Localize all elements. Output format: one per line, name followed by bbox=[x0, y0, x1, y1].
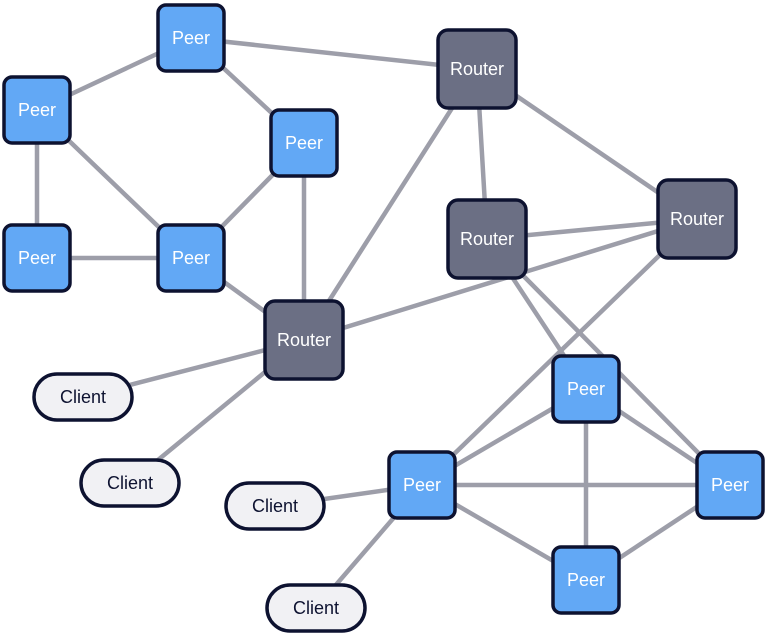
peer-label: Peer bbox=[18, 248, 56, 268]
router-box bbox=[263, 299, 345, 381]
router-3-node: Router bbox=[446, 198, 528, 280]
router-box bbox=[446, 198, 528, 280]
peer-6-node: Peer bbox=[551, 354, 621, 424]
peer-label: Peer bbox=[567, 570, 605, 590]
router-label: Router bbox=[460, 229, 514, 249]
peer-box bbox=[2, 223, 72, 293]
peer-label: Peer bbox=[567, 379, 605, 399]
client-1-node: Client bbox=[32, 372, 134, 422]
peer-2-node: Peer bbox=[2, 75, 72, 145]
client-box bbox=[32, 372, 134, 422]
peer-box bbox=[695, 450, 765, 520]
client-box bbox=[224, 481, 326, 531]
peer-label: Peer bbox=[18, 100, 56, 120]
router-box bbox=[436, 28, 518, 110]
peer-label: Peer bbox=[172, 248, 210, 268]
router-4-node: Router bbox=[263, 299, 345, 381]
peer-8-node: Peer bbox=[695, 450, 765, 520]
router-1-node: Router bbox=[436, 28, 518, 110]
peer-9-node: Peer bbox=[551, 545, 621, 615]
peer-1-node: Peer bbox=[156, 3, 226, 73]
peer-box bbox=[551, 545, 621, 615]
router-label: Router bbox=[450, 59, 504, 79]
peer-box bbox=[387, 450, 457, 520]
client-4-node: Client bbox=[265, 583, 367, 633]
peer-label: Peer bbox=[285, 133, 323, 153]
client-box bbox=[79, 458, 181, 508]
peer-label: Peer bbox=[403, 475, 441, 495]
peer-box bbox=[156, 223, 226, 293]
client-3-node: Client bbox=[224, 481, 326, 531]
peer-3-node: Peer bbox=[269, 108, 339, 178]
edge-peer-1-router-1 bbox=[188, 35, 480, 72]
peer-4-node: Peer bbox=[2, 223, 72, 293]
router-label: Router bbox=[277, 330, 331, 350]
router-2-node: Router bbox=[656, 178, 738, 260]
client-box bbox=[265, 583, 367, 633]
peer-box bbox=[2, 75, 72, 145]
edges-layer bbox=[34, 35, 733, 611]
router-box bbox=[656, 178, 738, 260]
client-label: Client bbox=[107, 473, 153, 493]
peer-box bbox=[156, 3, 226, 73]
peer-box bbox=[551, 354, 621, 424]
edge-router-1-router-4 bbox=[301, 66, 480, 343]
router-label: Router bbox=[670, 209, 724, 229]
peer-7-node: Peer bbox=[387, 450, 457, 520]
client-label: Client bbox=[293, 598, 339, 618]
peer-box bbox=[269, 108, 339, 178]
client-label: Client bbox=[60, 387, 106, 407]
peer-label: Peer bbox=[172, 28, 210, 48]
peer-label: Peer bbox=[711, 475, 749, 495]
client-label: Client bbox=[252, 496, 298, 516]
client-2-node: Client bbox=[79, 458, 181, 508]
peer-5-node: Peer bbox=[156, 223, 226, 293]
